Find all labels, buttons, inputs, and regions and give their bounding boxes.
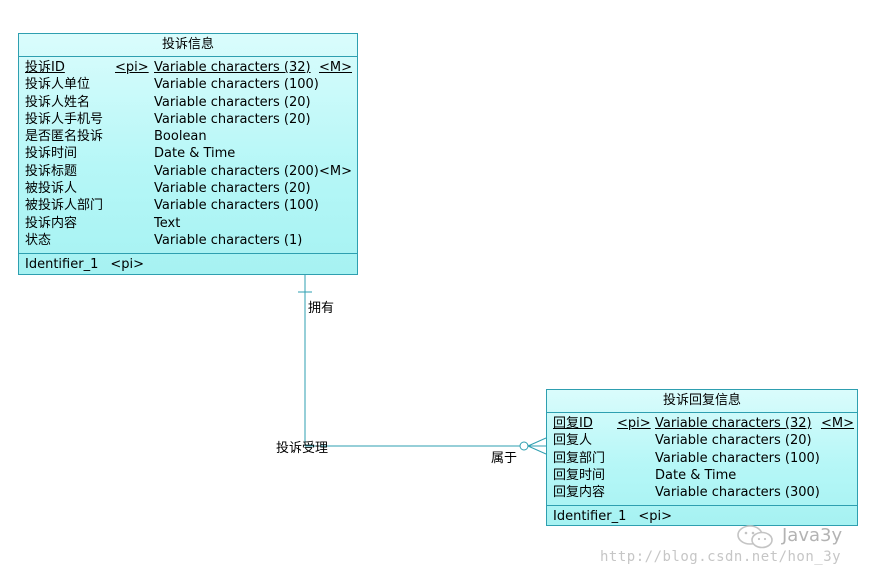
attribute-name: 回复部门 [553,450,606,466]
attribute-type: Variable characters (20) [154,94,311,110]
attribute-name: 回复ID [553,416,593,431]
wechat-logo-icon [737,525,773,549]
attribute-type: Variable characters (300) [655,485,820,501]
attribute-row: 是否匿名投诉 Boolean [19,128,357,145]
attribute-name: 投诉时间 [25,146,78,162]
attribute-type: Text [154,215,181,231]
entity-identifier: Identifier_1 <pi> [547,506,857,528]
role-label-source: 拥有 [308,301,335,316]
entity-complaint-reply-info[interactable]: 投诉回复信息 回复ID <pi> Variable characters (32… [546,389,858,526]
attribute-type: Boolean [154,129,207,145]
attribute-row: 投诉人姓名 Variable characters (20) [19,94,357,111]
attribute-type: Date & Time [655,467,737,483]
attribute-mandatory: <M> [319,163,353,179]
attribute-row: 回复时间 Date & Time [547,467,857,484]
attribute-key: <pi> [115,60,149,75]
identifier-tag: <pi> [638,509,672,525]
watermark-brand: Java3y [782,525,843,546]
attribute-row: 状态 Variable characters (1) [19,232,357,249]
attribute-list: 回复ID <pi> Variable characters (32) <M> 回… [547,413,857,507]
attribute-mandatory: <M> [821,416,855,431]
attribute-row: 投诉人手机号 Variable characters (20) [19,111,357,128]
attribute-row: 投诉时间 Date & Time [19,145,357,162]
attribute-type: Variable characters (100) [154,198,319,214]
attribute-name: 回复人 [553,433,593,449]
attribute-row: 投诉标题 Variable characters (200) <M> [19,163,357,180]
entity-complaint-info[interactable]: 投诉信息 投诉ID <pi> Variable characters (32) … [18,33,358,275]
attribute-type: Variable characters (32) [655,416,812,431]
attribute-type: Variable characters (20) [655,433,812,449]
watermark-url: http://blog.csdn.net/hon_3y [600,549,842,565]
attribute-name: 投诉内容 [25,215,78,231]
attribute-type: Variable characters (1) [154,232,303,248]
attribute-row: 投诉ID <pi> Variable characters (32) <M> [19,59,357,76]
attribute-type: Date & Time [154,146,236,162]
attribute-name: 投诉人手机号 [25,111,104,127]
attribute-row: 被投诉人 Variable characters (20) [19,180,357,197]
role-label-target: 属于 [491,451,518,466]
attribute-name: 投诉标题 [25,163,78,179]
attribute-name: 状态 [25,232,52,248]
attribute-type: Variable characters (20) [154,111,311,127]
attribute-type: Variable characters (20) [154,181,311,197]
attribute-name: 投诉人单位 [25,77,91,93]
attribute-name: 是否匿名投诉 [25,129,104,145]
identifier-name: Identifier_1 [25,257,99,273]
attribute-list: 投诉ID <pi> Variable characters (32) <M> 投… [19,57,357,255]
attribute-row: 回复ID <pi> Variable characters (32) <M> [547,415,857,432]
attribute-row: 回复内容 Variable characters (300) [547,484,857,501]
entity-title: 投诉信息 [19,34,357,57]
identifier-tag: <pi> [110,257,144,273]
attribute-name: 回复时间 [553,467,606,483]
attribute-key: <pi> [617,416,651,431]
entity-title: 投诉回复信息 [547,390,857,413]
entity-identifier: Identifier_1 <pi> [19,254,357,276]
attribute-type: Variable characters (100) [655,450,820,466]
attribute-row: 投诉人单位 Variable characters (100) [19,76,357,93]
attribute-name: 投诉ID [25,60,65,75]
attribute-row: 回复人 Variable characters (20) [547,432,857,449]
attribute-type: Variable characters (100) [154,77,319,93]
identifier-name: Identifier_1 [553,509,627,525]
attribute-type: Variable characters (32) [154,60,311,75]
crowfoot-upper [527,437,547,447]
attribute-type: Variable characters (200) [154,163,319,179]
optional-circle [519,441,529,451]
attribute-name: 投诉人姓名 [25,94,91,110]
attribute-row: 被投诉人部门 Variable characters (100) [19,197,357,214]
attribute-name: 被投诉人 [25,181,78,197]
crowfoot-lower [527,445,547,455]
relationship-name[interactable]: 投诉受理 [276,441,329,456]
attribute-mandatory: <M> [319,60,353,75]
attribute-name: 回复内容 [553,485,606,501]
attribute-row: 回复部门 Variable characters (100) [547,450,857,467]
attribute-row: 投诉内容 Text [19,215,357,232]
attribute-name: 被投诉人部门 [25,198,104,214]
